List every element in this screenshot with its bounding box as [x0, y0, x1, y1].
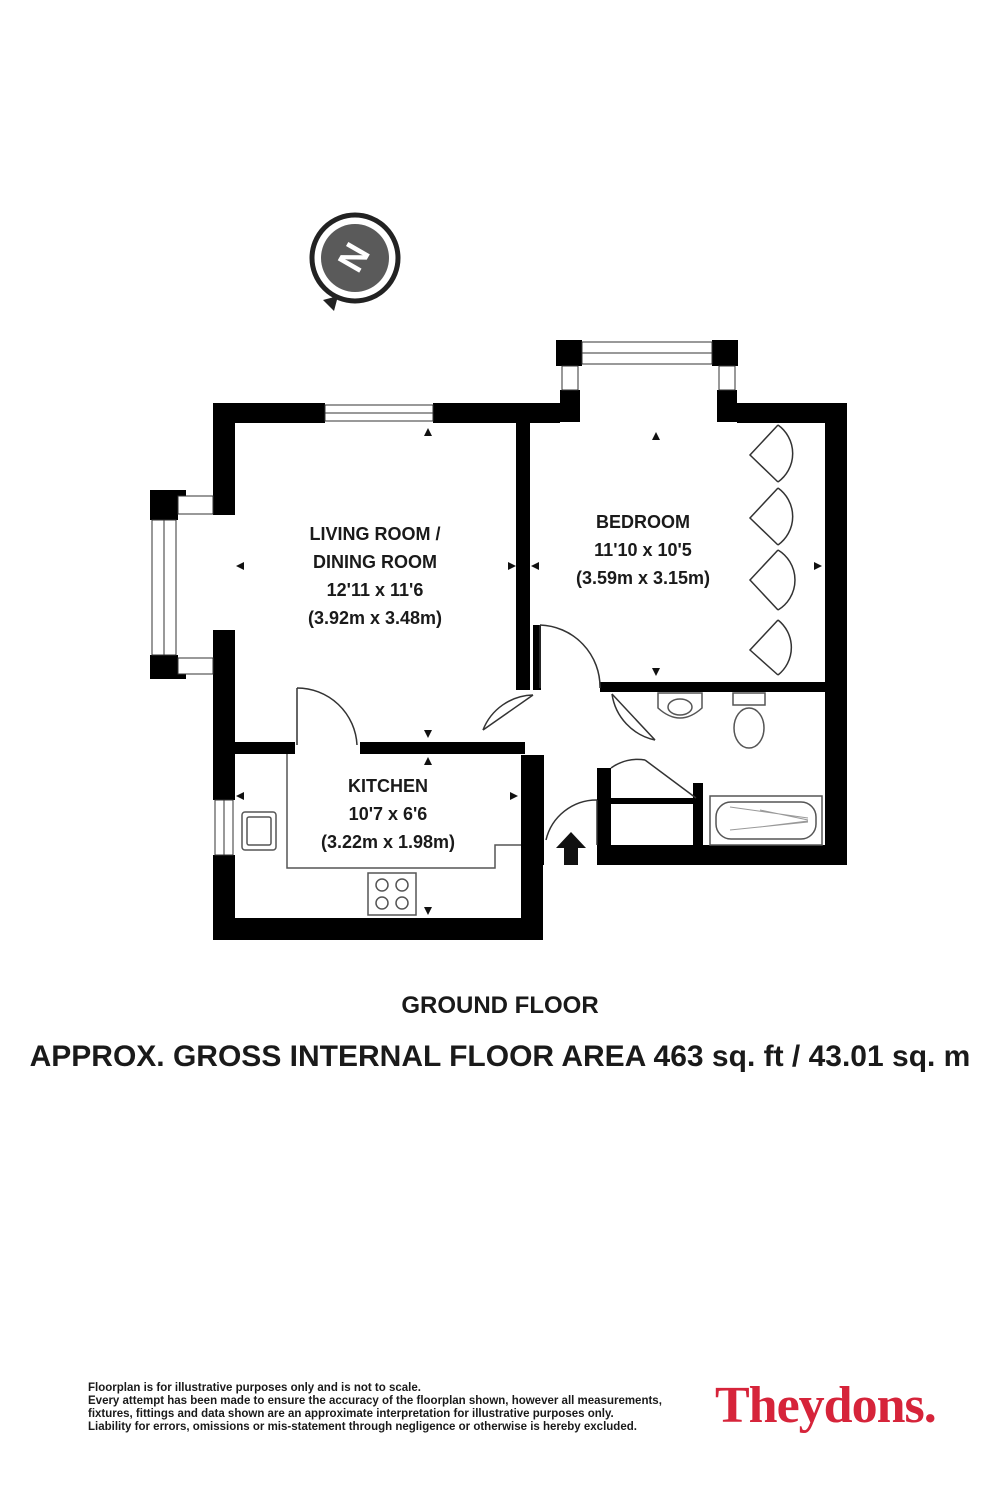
gross-area-text: APPROX. GROSS INTERNAL FLOOR AREA 463 sq… — [29, 1040, 971, 1073]
room-label-kitchen: KITCHEN 10'7 x 6'6 (3.22m x 1.98m) — [320, 776, 456, 852]
disclaimer-line: Every attempt has been made to ensure th… — [88, 1395, 662, 1407]
bathroom-fittings — [657, 692, 823, 846]
disclaimer-line: Floorplan is for illustrative purposes o… — [88, 1382, 421, 1394]
floor-name: GROUND FLOOR — [401, 992, 599, 1019]
windows — [151, 341, 736, 856]
doors — [296, 424, 796, 845]
walls — [150, 340, 847, 940]
wash-basin-icon — [657, 692, 703, 719]
dimension-arrows — [236, 428, 822, 915]
north-compass-icon: N — [309, 212, 401, 311]
room-label-bedroom: BEDROOM 11'10 x 10'5 (3.59m x 3.15m) — [575, 512, 711, 588]
brand-logo: Theydons. — [715, 1377, 937, 1434]
toilet-icon — [732, 692, 766, 749]
hob-icon — [367, 872, 417, 916]
room-label-living-room: LIVING ROOM / DINING ROOM 12'11 x 11'6 (… — [307, 524, 443, 628]
disclaimer: Floorplan is for illustrative purposes o… — [88, 1382, 662, 1434]
bath-icon — [709, 795, 823, 846]
disclaimer-line: Liability for errors, omissions or mis-s… — [88, 1421, 637, 1433]
disclaimer-line: fixtures, fittings and data shown are an… — [88, 1408, 614, 1420]
entrance-arrow-icon — [556, 832, 586, 865]
sink-icon — [241, 811, 277, 851]
kitchen-fittings — [241, 754, 521, 916]
